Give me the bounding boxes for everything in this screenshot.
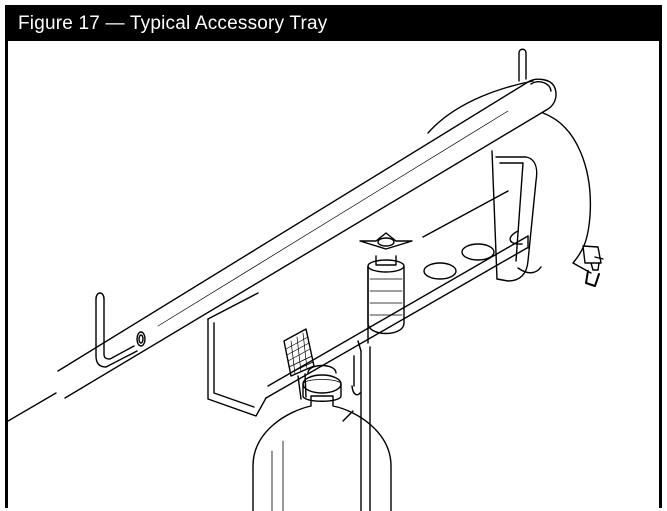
rail-end-handle xyxy=(96,293,145,367)
rail-top-peg xyxy=(519,49,526,81)
rail-support xyxy=(8,393,56,421)
figure-body xyxy=(8,41,659,511)
figure-header: Figure 17 — Typical Accessory Tray xyxy=(8,8,659,41)
vertical-post xyxy=(343,347,370,511)
figure-title: Figure 17 — Typical Accessory Tray xyxy=(18,13,328,35)
accessory-tray-illustration xyxy=(8,41,659,511)
knurled-knob xyxy=(284,329,314,399)
rail xyxy=(58,79,556,398)
tray-holes xyxy=(424,231,522,279)
figure-frame: Figure 17 — Typical Accessory Tray xyxy=(5,5,662,508)
